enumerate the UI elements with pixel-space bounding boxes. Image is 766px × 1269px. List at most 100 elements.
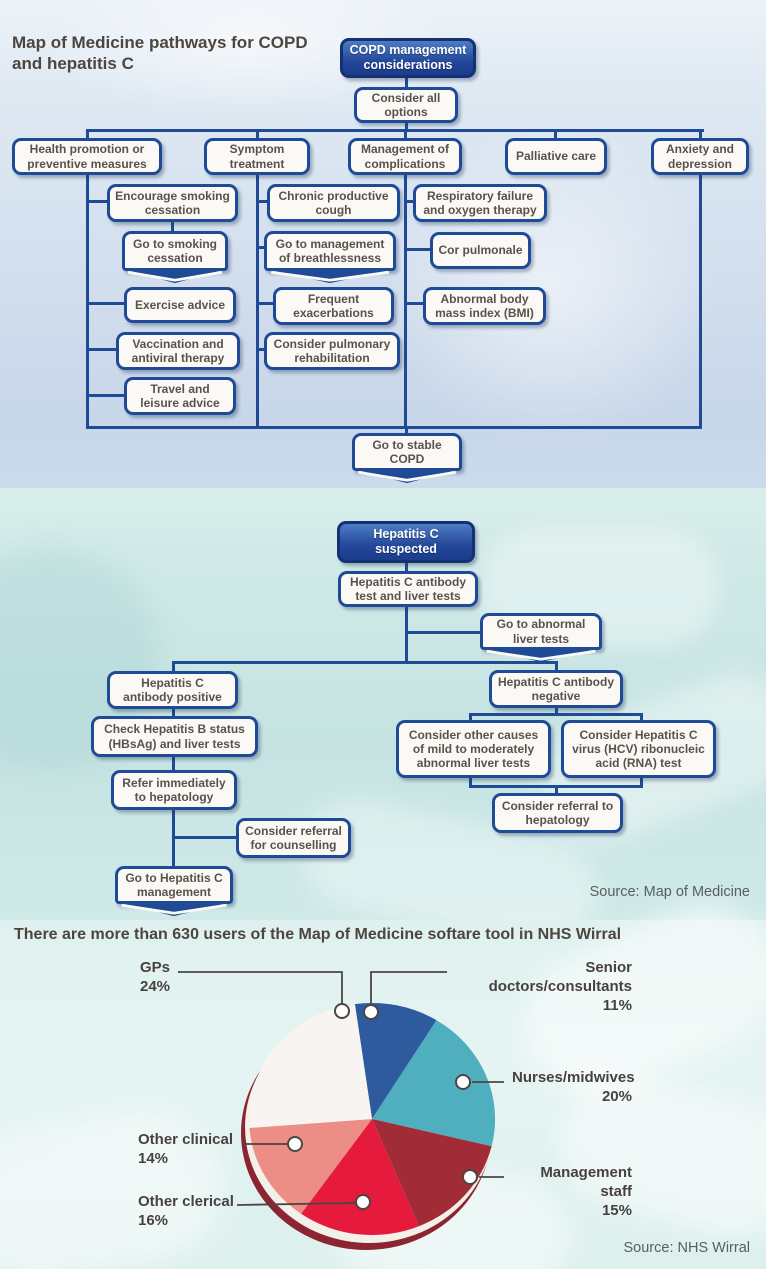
label-text: Senior doctors/consultants	[488, 959, 632, 995]
connector	[256, 348, 267, 351]
node-chronic-productive-cough: Chronic productive cough	[267, 184, 400, 222]
node-health-promotion: Health promotion or preventive measures	[12, 138, 162, 175]
connector	[86, 302, 127, 305]
node-label: Frequent exacerbations	[293, 291, 374, 320]
node-other-causes: Consider other causes of mild to moderat…	[396, 720, 551, 778]
node-abnormal-bmi: Abnormal body mass index (BMI)	[423, 287, 546, 325]
pennant-chevron-icon	[266, 269, 394, 284]
node-pulmonary-rehabilitation: Consider pulmonary rehabilitation	[264, 332, 400, 370]
connector	[405, 76, 408, 89]
connector	[256, 302, 276, 305]
pie-markers	[287, 1003, 478, 1210]
node-label: Hepatitis C antibody positive	[123, 675, 222, 704]
node-label: Hepatitis C antibody test and liver test…	[349, 574, 466, 603]
node-label: Exercise advice	[134, 297, 226, 312]
node-respiratory-failure: Respiratory failure and oxygen therapy	[413, 184, 547, 222]
connector	[555, 707, 558, 716]
page-title: Map of Medicine pathways for COPD and he…	[12, 33, 308, 73]
label-other-clinical: Other clinical 14%	[138, 1130, 233, 1168]
node-cor-pulmonale: Cor pulmonale	[430, 232, 531, 269]
node-refer-hepatology: Refer immediately to hepatology	[111, 770, 237, 810]
connector	[405, 428, 408, 436]
connector	[86, 129, 704, 132]
label-pct: 11%	[602, 997, 632, 1014]
label-pct: 24%	[140, 978, 171, 995]
connector	[172, 708, 175, 718]
node-label: Go to smoking cessation	[133, 236, 217, 265]
connector	[554, 131, 557, 139]
node-label: Anxiety and depression	[665, 142, 734, 171]
connector	[405, 631, 482, 634]
pennant-chevron-icon	[124, 269, 226, 284]
node-hcv-rna-test: Consider Hepatitis C virus (HCV) ribonuc…	[561, 720, 716, 778]
pie-slice-management-staff	[372, 1119, 492, 1227]
node-palliative-care: Palliative care	[505, 138, 607, 175]
node-symptom-treatment: Symptom treatment	[204, 138, 310, 175]
connector	[640, 777, 643, 788]
label-pct: 20%	[601, 1088, 632, 1105]
pie-slice-nurses-midwives	[372, 1020, 496, 1147]
node-hepc-antibody-negative: Hepatitis C antibody negative	[489, 670, 623, 708]
pie-leader-lines	[178, 971, 504, 1206]
connector	[405, 561, 408, 573]
node-label: Consider referral for counselling	[245, 823, 342, 852]
label-text: Other clinical	[138, 1131, 234, 1148]
pennant-chevron-icon	[354, 469, 460, 484]
node-copd-management: COPD management considerations	[340, 38, 476, 78]
node-management-complications: Management of complications	[348, 138, 462, 175]
node-go-to-management-breathlessness: Go to management of breathlessness	[264, 231, 396, 284]
node-label: Check Hepatitis B status (HBsAg) and liv…	[104, 722, 245, 751]
node-frequent-exacerbations: Frequent exacerbations	[273, 287, 394, 325]
label-text: Other clerical	[138, 1193, 234, 1210]
connector	[256, 200, 270, 203]
connector	[86, 348, 119, 351]
node-consider-referral-hepatology: Consider referral to hepatology	[492, 793, 623, 833]
connector	[172, 661, 175, 673]
node-label: Chronic productive cough	[278, 188, 389, 217]
pie-source: Source: NHS Wirral	[623, 1240, 751, 1256]
node-encourage-smoking-cessation: Encourage smoking cessation	[107, 184, 238, 222]
node-label: COPD management considerations	[349, 43, 467, 72]
marker-senior-doctors	[363, 1004, 379, 1020]
label-gps: GPs 24%	[140, 958, 170, 996]
connector	[256, 246, 267, 249]
connector	[256, 131, 259, 139]
node-hepatitis-c-suspected: Hepatitis C suspected	[337, 521, 475, 563]
node-label: Vaccination and antiviral therapy	[131, 336, 225, 365]
label-management: Management staff 15%	[512, 1163, 632, 1220]
pie-title: There are more than 630 users of the Map…	[14, 926, 622, 943]
connector	[86, 394, 127, 397]
node-label: Consider pulmonary rehabilitation	[273, 336, 391, 365]
connector	[469, 713, 643, 716]
leader-senior-doctors	[370, 971, 447, 1003]
pie-slice-senior-doctors-consultants	[354, 1002, 437, 1119]
label-nurses: Nurses/midwives 20%	[512, 1068, 635, 1106]
marker-other-clerical	[355, 1194, 371, 1210]
marker-gps	[334, 1003, 350, 1019]
node-label: Hepatitis C antibody negative	[497, 674, 614, 703]
node-label: Palliative care	[515, 149, 597, 164]
connector	[172, 836, 238, 839]
node-label: Travel and leisure advice	[140, 381, 220, 410]
label-pct: 16%	[138, 1212, 169, 1229]
connector	[555, 661, 558, 672]
node-label: Consider referral to hepatology	[501, 798, 614, 827]
pennant-chevron-icon	[117, 902, 231, 917]
label-pct: 14%	[138, 1150, 169, 1167]
pie-chart	[178, 971, 504, 1250]
connector	[171, 221, 174, 233]
connector	[404, 248, 433, 251]
marker-nurses	[455, 1074, 471, 1090]
node-label: Refer immediately to hepatology	[122, 775, 226, 804]
node-label: Go to Hepatitis C management	[125, 870, 223, 899]
node-label: Hepatitis C suspected	[373, 527, 439, 556]
node-go-to-abnormal-liver-tests: Go to abnormal liver tests	[480, 613, 602, 663]
connector	[405, 604, 408, 664]
background-xray-glow	[380, 120, 720, 450]
marker-management	[462, 1169, 478, 1185]
node-label: Encourage smoking cessation	[115, 188, 230, 217]
pie-wedges	[249, 1002, 496, 1235]
connector	[640, 713, 643, 722]
connector	[699, 174, 702, 429]
